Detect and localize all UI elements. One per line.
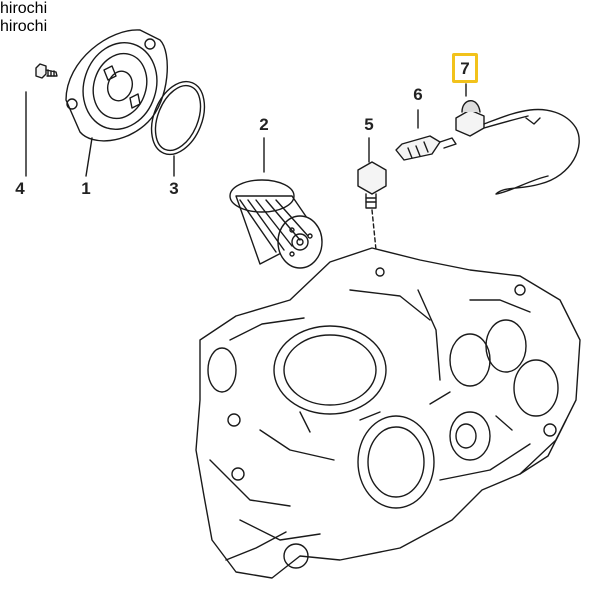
o-ring-part-3 <box>150 80 206 177</box>
callout-7: 7 <box>460 59 470 78</box>
callout-6: 6 <box>413 85 423 104</box>
callout-5: 5 <box>364 115 374 134</box>
switch-part-7 <box>455 83 580 195</box>
engine-crankcase <box>195 247 581 579</box>
callout-2: 2 <box>259 115 269 134</box>
oil-filter-part-2 <box>229 137 323 269</box>
sensor-part-6 <box>395 109 457 161</box>
fitting-part-5 <box>357 137 387 271</box>
watermark-text: hirochi <box>0 18 48 35</box>
callout-1: 1 <box>81 179 91 198</box>
filter-cover-part-1 <box>65 29 168 177</box>
bolt-part-4 <box>25 63 58 177</box>
callout-4: 4 <box>15 179 25 198</box>
highlight-box-part-7 <box>452 53 478 83</box>
watermark-text: hirochi <box>0 0 48 17</box>
callout-3: 3 <box>169 179 179 198</box>
